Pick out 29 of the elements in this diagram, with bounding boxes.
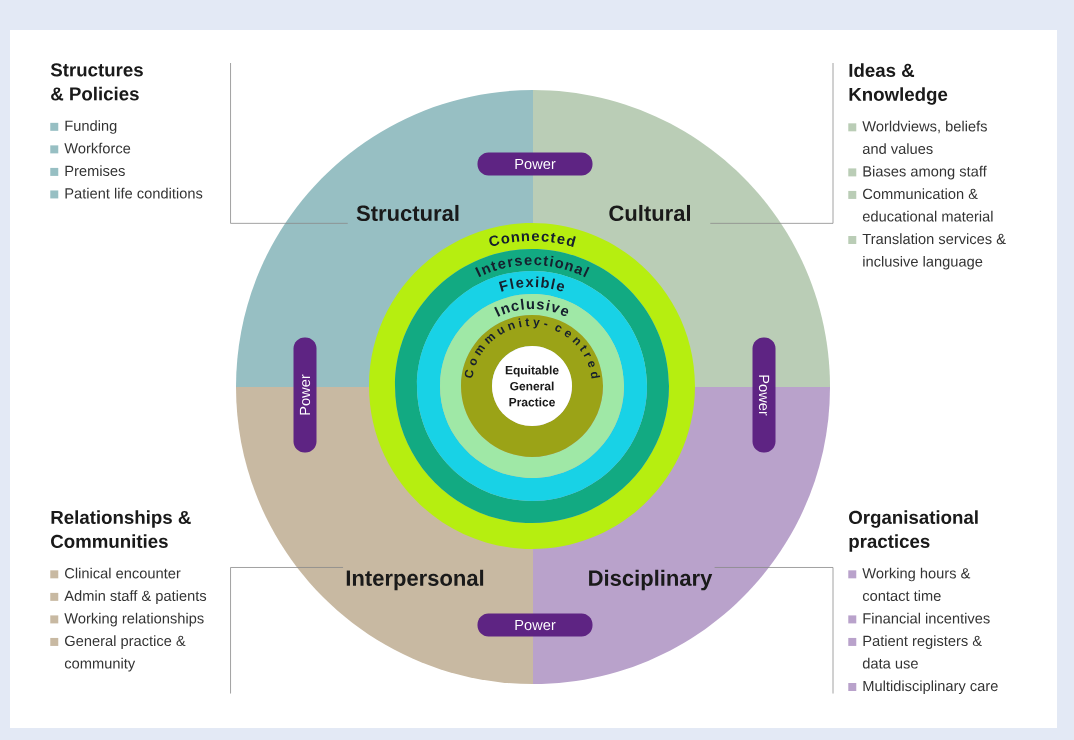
panel-heading: Relationships & Communities xyxy=(51,510,191,548)
list-item: Funding xyxy=(50,120,117,134)
list-item: Clinical encounter xyxy=(50,567,181,579)
list-item: Premises xyxy=(50,165,125,177)
list-item: Working hours & contact time xyxy=(848,567,971,601)
leader-line xyxy=(230,567,344,694)
list-item: Admin staff & patients xyxy=(50,590,207,604)
list-item: Multidisciplinary care xyxy=(848,680,998,695)
list-item: Translation services & inclusive language xyxy=(848,233,1006,270)
leader-line xyxy=(709,62,834,224)
list-item: Workforce xyxy=(50,142,131,154)
center-label: Equitable General Practice xyxy=(505,365,559,407)
quadrant-label: Disciplinary xyxy=(589,569,713,591)
panel-heading: Ideas & Knowledge xyxy=(849,63,948,105)
leader-line xyxy=(230,62,349,224)
panel-heading: Structures & Policies xyxy=(50,63,143,101)
quadrant-label: Interpersonal xyxy=(346,569,484,591)
leader-line xyxy=(714,567,834,694)
list-item: Working relationships xyxy=(50,612,204,627)
quadrant-label: Cultural xyxy=(609,204,690,222)
list-item: General practice & community xyxy=(50,635,186,672)
list-item: Patient registers & data use xyxy=(848,635,982,669)
list-item: Biases among staff xyxy=(848,165,987,180)
list-item: Worldviews, beliefs and values xyxy=(848,120,987,154)
panel-heading: Organisational practices xyxy=(849,510,978,552)
list-item: Patient life conditions xyxy=(50,187,203,199)
list-item: Communication & educational material xyxy=(848,188,993,222)
list-item: Financial incentives xyxy=(848,612,990,624)
quadrant-label: Structural xyxy=(356,204,459,222)
